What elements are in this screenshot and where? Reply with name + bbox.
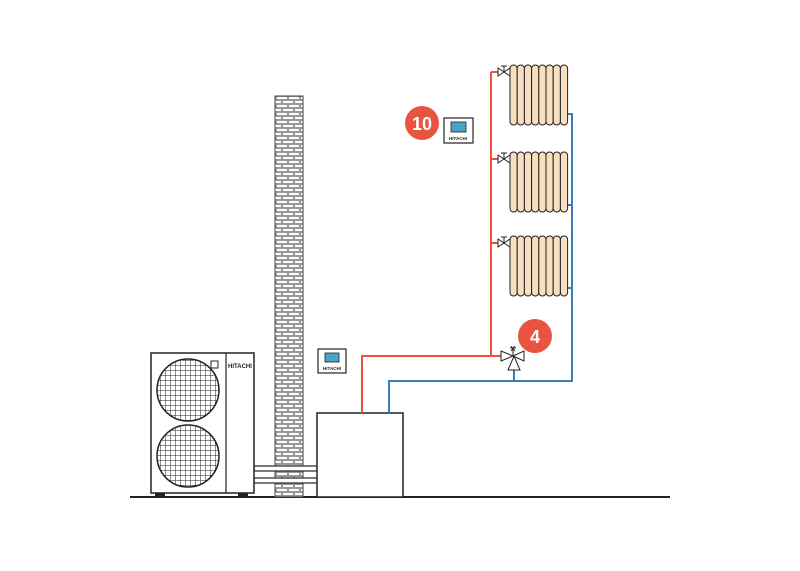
- room-controller-icon: HITACHI: [443, 117, 474, 144]
- brick-wall-icon: [274, 95, 304, 498]
- valve-icon: [497, 236, 511, 248]
- radiator-group: [509, 64, 569, 297]
- three-way-valve-icon: [500, 345, 525, 371]
- indoor-controller-brand: HITACHI: [323, 366, 341, 371]
- flow-pipe: [361, 71, 501, 413]
- badge-valve-number: 4: [530, 327, 540, 347]
- valve-icon: [497, 65, 511, 77]
- badge-valve: 4: [518, 319, 552, 353]
- valve-icon: [497, 152, 511, 164]
- room-controller-icon: HITACHI: [317, 348, 347, 374]
- outdoor-unit-brand: HITACHI: [228, 364, 252, 370]
- outdoor-unit-icon: HITACHI: [150, 352, 255, 497]
- badge-controller: 10: [405, 106, 439, 140]
- room-controller-brand: HITACHI: [449, 136, 467, 141]
- badge-controller-number: 10: [412, 114, 432, 134]
- radiator-icon: [509, 64, 569, 126]
- radiator-icon: [509, 235, 569, 297]
- indoor-unit-icon: [316, 412, 404, 498]
- radiator-icon: [509, 151, 569, 213]
